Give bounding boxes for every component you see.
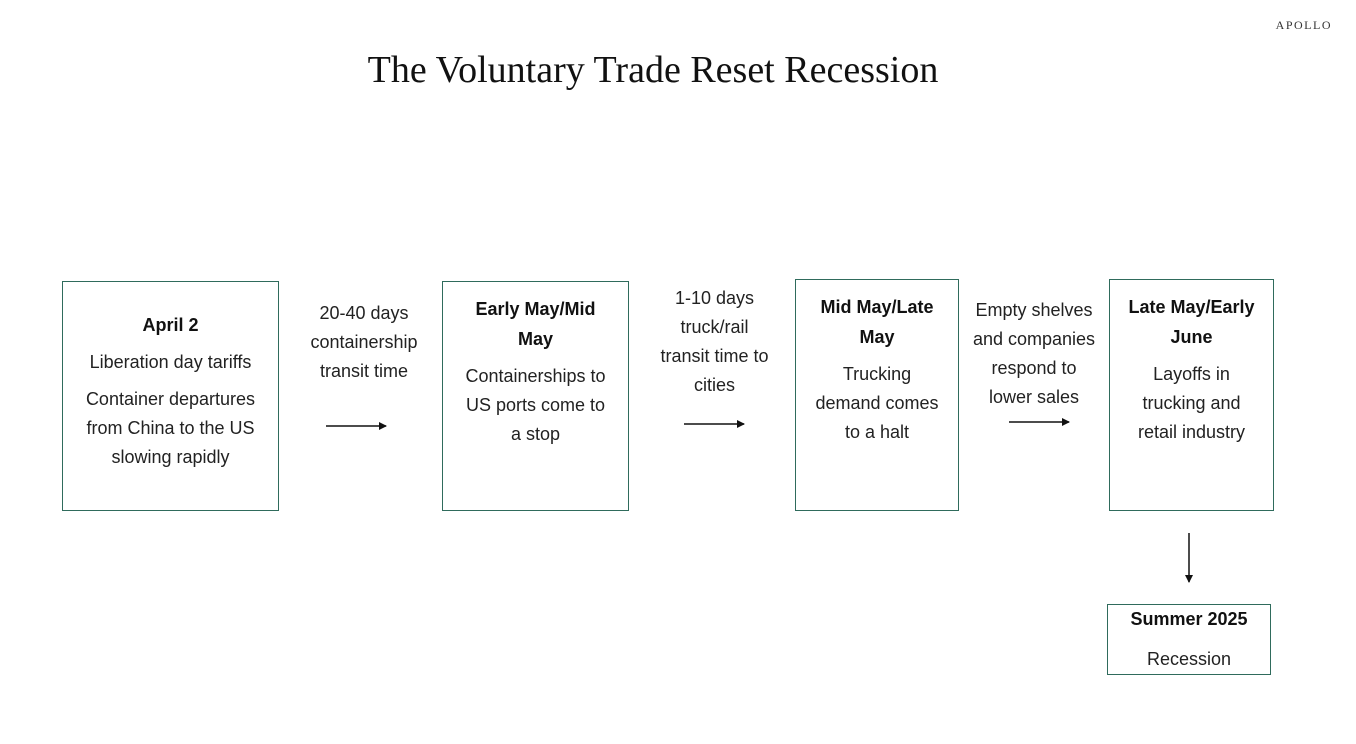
stage-text: Liberation day tariffs (89, 352, 252, 372)
transition-label-containership: 20-40 days containership transit time (294, 299, 434, 386)
transition-text: cities (693, 375, 735, 395)
stage-heading: Early May/Mid (475, 299, 596, 319)
transition-text: Empty shelves (975, 300, 1093, 320)
transition-text: transit time to (660, 346, 769, 366)
diagram-title: The Voluntary Trade Reset Recession (367, 49, 939, 91)
stage-box-early-may: Early May/Mid May Containerships to US p… (442, 281, 629, 511)
stage-text: Layoffs in (1153, 364, 1230, 384)
transition-text: 1-10 days (674, 288, 755, 308)
transition-text: containership (310, 332, 418, 352)
stage-heading: Summer 2025 (1130, 609, 1248, 629)
stage-text: Trucking (842, 364, 912, 384)
transition-text: and companies (972, 329, 1096, 349)
stage-box-april-2: April 2 Liberation day tariffs Container… (62, 281, 279, 511)
stage-box-summer-2025: Summer 2025 Recession (1107, 604, 1271, 675)
transition-text: transit time (319, 361, 409, 381)
transition-label-empty-shelves: Empty shelves and companies respond to l… (960, 296, 1108, 412)
brand-logo: APOLLO (1275, 18, 1332, 32)
transition-text: respond to (991, 358, 1077, 378)
stage-text: demand comes (815, 393, 939, 413)
stage-box-mid-may: Mid May/Late May Trucking demand comes t… (795, 279, 959, 511)
stage-box-late-may: Late May/Early June Layoffs in trucking … (1109, 279, 1274, 511)
transition-text: 20-40 days (319, 303, 409, 323)
stage-text: Recession (1146, 649, 1232, 669)
stage-text: Containerships to (465, 366, 606, 386)
stage-text: from China to the US (86, 418, 255, 438)
stage-heading: May (859, 327, 895, 347)
transition-text: truck/rail (680, 317, 749, 337)
stage-text: slowing rapidly (111, 447, 230, 467)
stage-text: Container departures (85, 389, 256, 409)
transition-label-truck-rail: 1-10 days truck/rail transit time to cit… (642, 284, 787, 400)
stage-heading: Late May/Early (1128, 297, 1255, 317)
stage-heading: June (1170, 327, 1213, 347)
stage-text: retail industry (1137, 422, 1246, 442)
stage-text: US ports come to (465, 395, 606, 415)
stage-heading: Mid May/Late (820, 297, 934, 317)
stage-text: to a halt (844, 422, 910, 442)
stage-text: a stop (510, 424, 561, 444)
stage-heading: May (517, 329, 553, 349)
transition-text: lower sales (988, 387, 1080, 407)
stage-text: trucking and (1142, 393, 1241, 413)
stage-heading: April 2 (142, 315, 199, 335)
